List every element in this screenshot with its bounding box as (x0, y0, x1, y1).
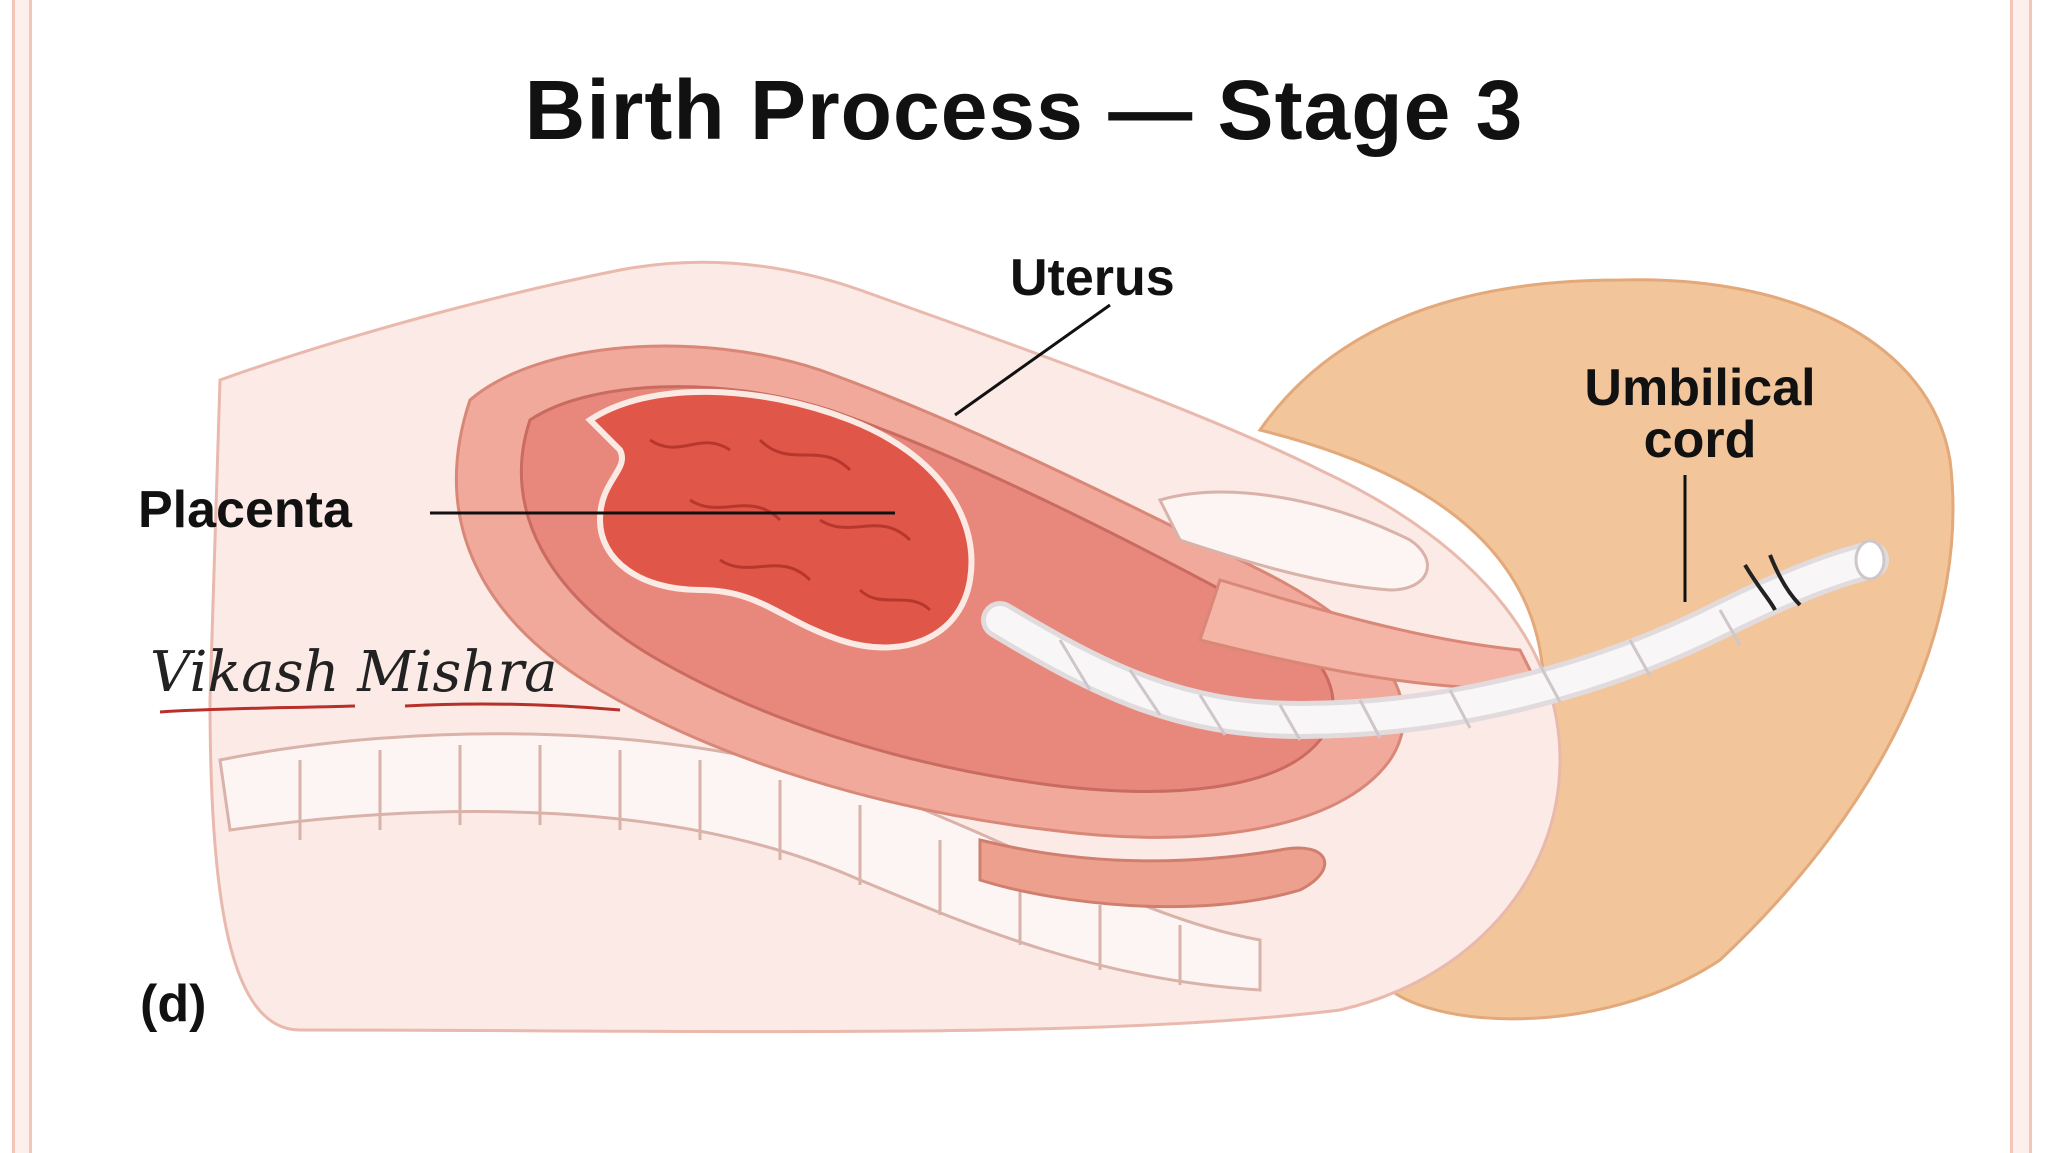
author-signature: Vikash Mishra (150, 640, 558, 705)
placenta (585, 388, 975, 651)
label-uterus: Uterus (1010, 249, 1175, 307)
bladder (1157, 490, 1429, 592)
label-panel-d: (d) (140, 975, 207, 1033)
cord-twists (1058, 609, 1742, 741)
label-umbilical-cord-line2: cord (1643, 411, 1757, 469)
page-title: Birth Process — Stage 3 (524, 63, 1524, 157)
signature-underline-2 (404, 702, 621, 712)
label-placenta: Placenta (138, 481, 352, 539)
label-umbilical-cord-line1: Umbilical (1584, 359, 1816, 417)
slide-border-left (12, 0, 32, 1153)
cord-clamp-ties (1743, 554, 1802, 611)
signature-underline-1 (159, 704, 356, 714)
vertebrae (298, 745, 1182, 985)
rectum (978, 838, 1327, 909)
slide-border-right (2010, 0, 2032, 1153)
cord-end (1854, 539, 1886, 581)
spine (218, 732, 1262, 992)
uterus-pointer (954, 303, 1111, 417)
